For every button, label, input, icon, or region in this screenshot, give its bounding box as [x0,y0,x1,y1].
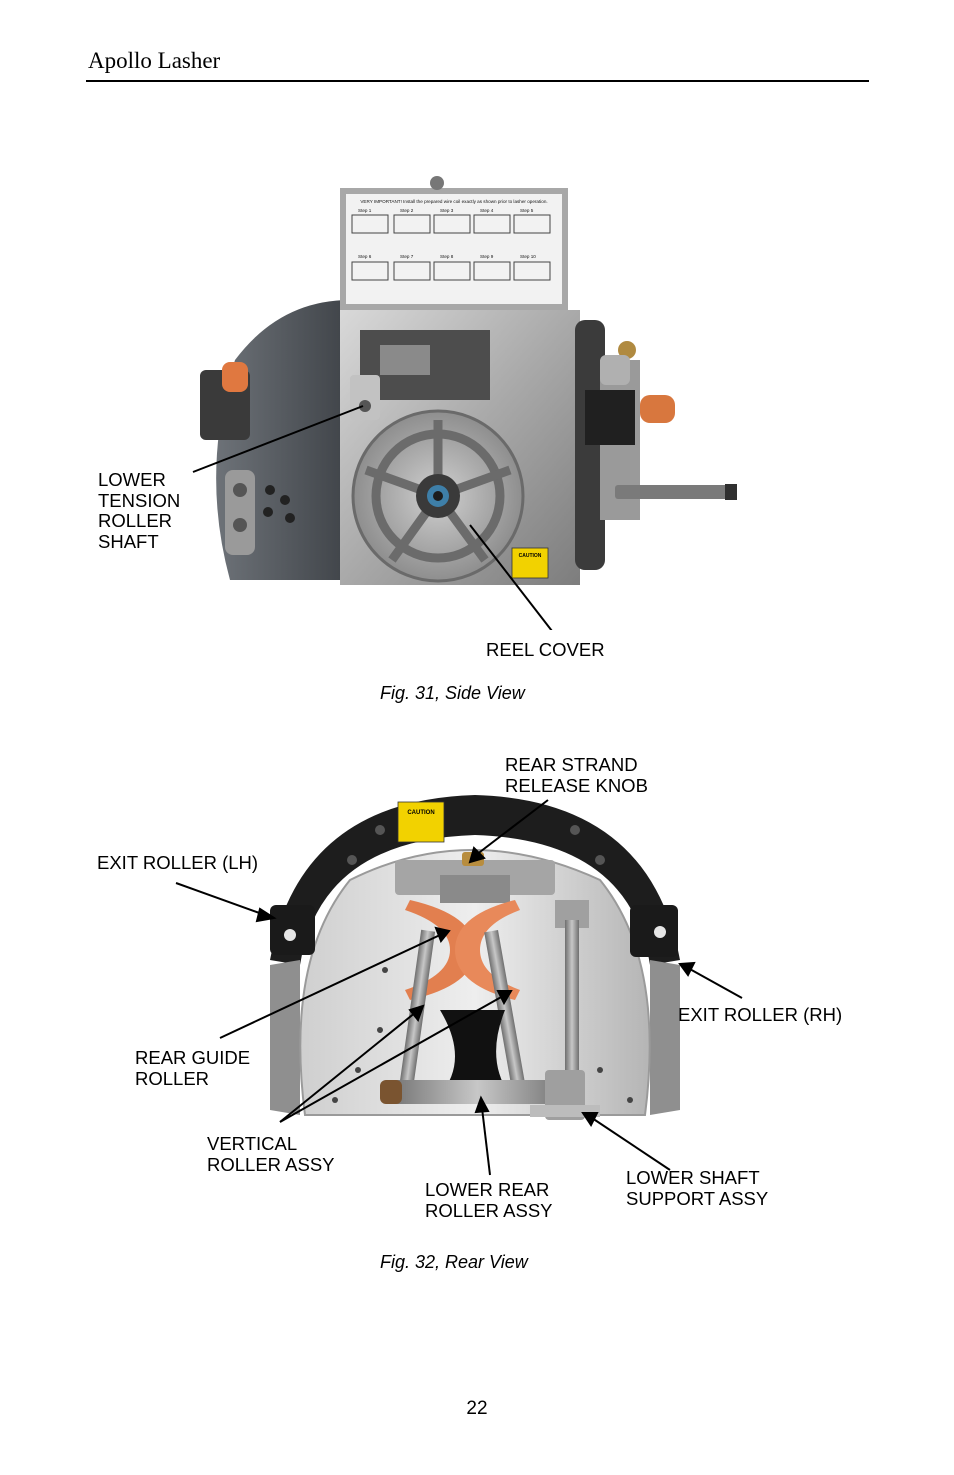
svg-text:Step 2: Step 2 [400,208,414,213]
rear-right-skirt [650,960,680,1115]
pointer-lower-tension-roller-shaft [192,405,364,473]
label-vertical-roller-assy: VERTICAL ROLLER ASSY [207,1133,335,1175]
svg-text:Step 10: Step 10 [520,254,536,259]
svg-text:CAUTION: CAUTION [519,553,542,559]
label-exit-roller-rh: EXIT ROLLER (RH) [678,1004,843,1025]
svg-text:Step 3: Step 3 [440,208,454,213]
svg-text:CAUTION: CAUTION [407,810,434,816]
rear-guide-roller [405,900,475,1000]
page-number: 22 [466,1398,488,1419]
label-reel-cover: REEL COVER [486,639,605,660]
figure-31-side-view: VERY IMPORTANT! Install the prepared wir… [192,176,737,630]
pointer-reel-cover [469,524,553,630]
orange-roller-right [640,395,675,423]
svg-text:Step 6: Step 6 [358,254,372,259]
pointer-exit-roller-lh [175,882,266,916]
figure-32-caption: Fig. 32, Rear View [380,1252,528,1272]
svg-text:Step 5: Step 5 [520,208,534,213]
label-rear-strand-release-knob: REAR STRAND RELEASE KNOB [505,754,648,796]
rear-left-skirt [270,960,300,1115]
lower-rear-roller-assy [385,1080,570,1104]
rear-caution-sticker [397,801,445,843]
caution-sticker [511,547,549,579]
decal-steps: Step 1 Step 2 Step 3 Step 4 Step 5 Step … [358,208,536,259]
exit-roller-rh [630,905,678,957]
black-cone-roller [440,1010,510,1095]
svg-text:Step 4: Step 4 [480,208,494,213]
figure-32-rear-view: CAUTION [175,795,743,1176]
svg-text:Step 9: Step 9 [480,254,494,259]
label-exit-roller-lh: EXIT ROLLER (LH) [97,852,259,873]
pointer-rear-guide-roller [219,934,441,1039]
pointer-vertical-roller-assy-a [279,1011,417,1123]
page-header-title: Apollo Lasher [88,48,221,73]
knob-right [618,341,636,359]
side-shaft [615,485,735,499]
side-mount-plate [225,470,255,555]
pointer-exit-roller-rh [687,967,743,999]
rear-outer-ring [270,795,680,965]
svg-text:Step 7: Step 7 [400,254,414,259]
pointer-lower-shaft-support-assy [591,1117,671,1171]
header-rule [86,80,869,82]
svg-text:Step 8: Step 8 [440,254,454,259]
orange-roller-left [222,362,248,392]
decal-title: VERY IMPORTANT! Install the prepared wir… [360,199,547,204]
label-lower-shaft-support-assy: LOWER SHAFT SUPPORT ASSY [626,1167,769,1209]
pointer-vertical-roller-assy-b [279,995,504,1123]
pointer-rear-strand-release-knob [475,799,549,856]
pointer-lower-rear-roller-assy [481,1107,491,1176]
right-clamp-block [585,390,635,445]
lower-tension-roller-shaft-block [350,375,380,420]
label-lower-rear-roller-assy: LOWER REAR ROLLER ASSY [425,1179,553,1221]
label-lower-tension-roller-shaft: LOWER TENSION ROLLER SHAFT [98,469,181,552]
figure-31-caption: Fig. 31, Side View [380,683,525,703]
svg-text:Step 1: Step 1 [358,208,372,213]
label-rear-guide-roller: REAR GUIDE ROLLER [135,1047,251,1089]
